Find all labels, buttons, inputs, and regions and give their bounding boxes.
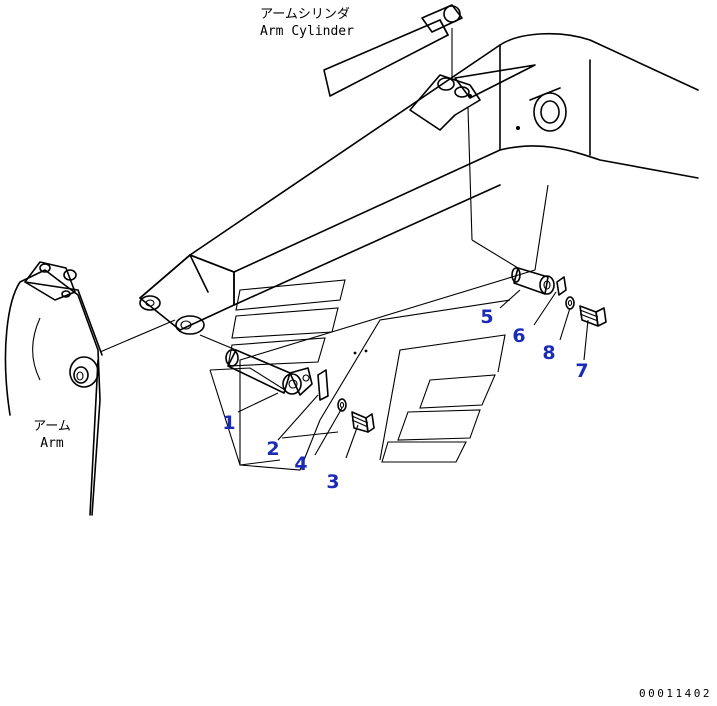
drawing-number: 00011402 xyxy=(639,687,712,700)
part-label-5[interactable]: 5 xyxy=(480,306,493,328)
part-label-7[interactable]: 7 xyxy=(575,360,588,382)
bolt-7 xyxy=(579,305,607,327)
boom xyxy=(139,32,699,335)
washer-8 xyxy=(565,296,575,310)
pin-1 xyxy=(225,349,313,396)
part-label-1[interactable]: 1 xyxy=(222,412,235,434)
part-label-4[interactable]: 4 xyxy=(294,453,307,475)
part-label-6[interactable]: 6 xyxy=(512,325,525,347)
arm xyxy=(4,261,103,516)
arm-cylinder-caption-jp: アームシリンダ xyxy=(260,7,350,22)
leader-lines xyxy=(99,28,589,459)
arm-cylinder xyxy=(323,4,463,97)
part-label-2[interactable]: 2 xyxy=(266,438,279,460)
part-label-3[interactable]: 3 xyxy=(326,471,339,493)
plate-6 xyxy=(556,276,567,296)
plate-2 xyxy=(317,369,329,401)
arm-caption-jp: アーム xyxy=(33,419,71,434)
boom-guard-plate xyxy=(209,184,549,471)
pin-5 xyxy=(511,267,555,295)
part-label-8[interactable]: 8 xyxy=(542,342,555,364)
bolt-3 xyxy=(351,411,375,433)
arm-cylinder-caption-en: Arm Cylinder xyxy=(260,24,354,39)
arm-caption-en: Arm xyxy=(40,436,64,451)
washer-4 xyxy=(337,398,347,412)
